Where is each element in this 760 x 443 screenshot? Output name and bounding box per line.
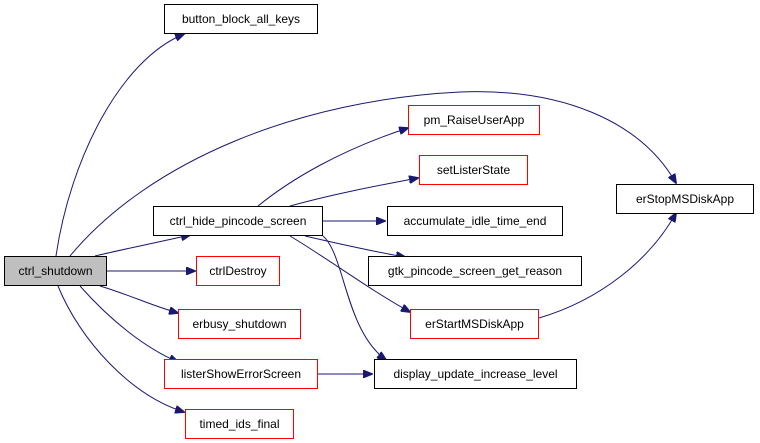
node-timed-ids-final[interactable]: timed_ids_final [185, 409, 294, 439]
edge-ctrl-shutdown-to-button-block-all-keys [55, 34, 184, 257]
edge-hide-pincode-to-pm-raiseuserapp [257, 128, 408, 207]
edge-ctrl-shutdown-to-ctrl-hide-pincode-screen [94, 235, 190, 257]
node-setlisterstate[interactable]: setListerState [419, 155, 528, 185]
edge-ctrl-shutdown-to-timed-ids-final [57, 285, 184, 412]
node-display-update-increase-level[interactable]: display_update_increase_level [374, 359, 577, 389]
node-erbusy-shutdown[interactable]: erbusy_shutdown [178, 309, 301, 339]
node-button-block-all-keys[interactable]: button_block_all_keys [164, 4, 318, 34]
node-pm-raiseuserapp[interactable]: pm_RaiseUserApp [408, 105, 540, 135]
node-listershowerrorscreen[interactable]: listerShowErrorScreen [164, 359, 318, 389]
edge-hide-pincode-to-gtk-pincode-get-reason [304, 235, 405, 257]
node-gtk-pincode-screen-get-reason[interactable]: gtk_pincode_screen_get_reason [368, 256, 582, 286]
node-ctrl-hide-pincode-screen[interactable]: ctrl_hide_pincode_screen [153, 206, 323, 236]
node-accumulate-idle-time-end[interactable]: accumulate_idle_time_end [387, 206, 563, 236]
node-erstopmsdiskapp[interactable]: erStopMSDiskApp [616, 184, 754, 214]
edge-hide-pincode-to-erstartmsdiskapp [289, 235, 410, 312]
edge-hide-pincode-to-setlisterstate [289, 178, 418, 207]
edge-ctrl-shutdown-to-erstopmsdiskapp [69, 91, 676, 257]
edge-erstartmsdiskapp-to-erstopmsdiskapp [538, 213, 676, 319]
node-ctrldestroy[interactable]: ctrlDestroy [196, 256, 280, 286]
edge-ctrl-shutdown-to-erbusy-shutdown [99, 285, 178, 313]
edge-ctrl-shutdown-to-listershowerrorscreen [79, 285, 178, 362]
edge-hide-pincode-to-display-update-increase-level [322, 235, 386, 360]
node-ctrl-shutdown: ctrl_shutdown [4, 256, 107, 286]
node-erstartmsdiskapp[interactable]: erStartMSDiskApp [410, 309, 539, 339]
